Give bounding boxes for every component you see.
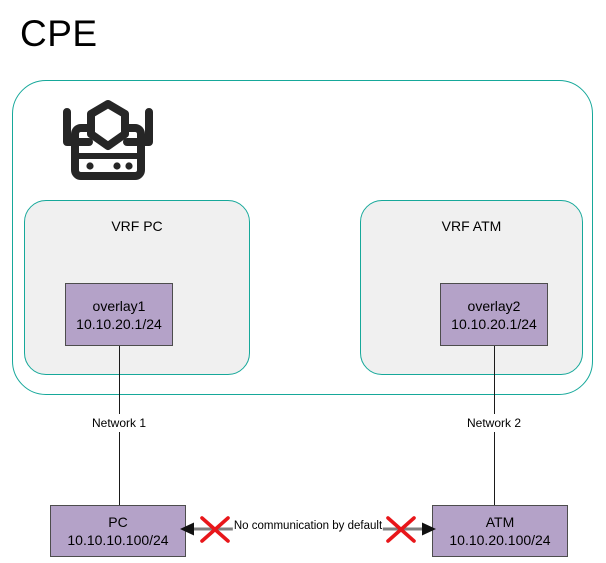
endpoint-address-pc: 10.10.10.100/24 — [67, 532, 169, 548]
endpoint-node-atm: ATM 10.10.20.100/24 — [432, 505, 568, 557]
interface-node-overlay2: overlay2 10.10.20.1/24 — [440, 283, 548, 346]
no-communication-label: No communication by default — [232, 519, 384, 534]
interface-address-overlay1: 10.10.20.1/24 — [76, 315, 162, 332]
network-label-1: Network 1 — [88, 414, 150, 432]
interface-address-overlay2: 10.10.20.1/24 — [451, 315, 537, 332]
endpoint-node-pc: PC 10.10.10.100/24 — [50, 505, 186, 557]
endpoint-name-atm: ATM — [485, 514, 515, 530]
link-line-network2-lower — [494, 432, 495, 505]
interface-name-overlay1: overlay1 — [92, 297, 146, 314]
cpe-container — [12, 80, 593, 395]
link-line-network1-lower — [119, 432, 120, 505]
interface-name-overlay2: overlay2 — [467, 297, 521, 314]
vrf-label-atm: VRF ATM — [441, 218, 502, 234]
network-label-2: Network 2 — [463, 414, 525, 432]
endpoint-name-pc: PC — [108, 514, 128, 530]
endpoint-address-atm: 10.10.20.100/24 — [449, 532, 551, 548]
link-line-network2-upper — [494, 346, 495, 414]
page-title: CPE — [20, 13, 98, 54]
link-line-network1-upper — [119, 346, 120, 414]
firewall-appliance-icon — [47, 98, 169, 186]
interface-node-overlay1: overlay1 10.10.20.1/24 — [65, 283, 173, 346]
vrf-label-pc: VRF PC — [111, 218, 163, 234]
